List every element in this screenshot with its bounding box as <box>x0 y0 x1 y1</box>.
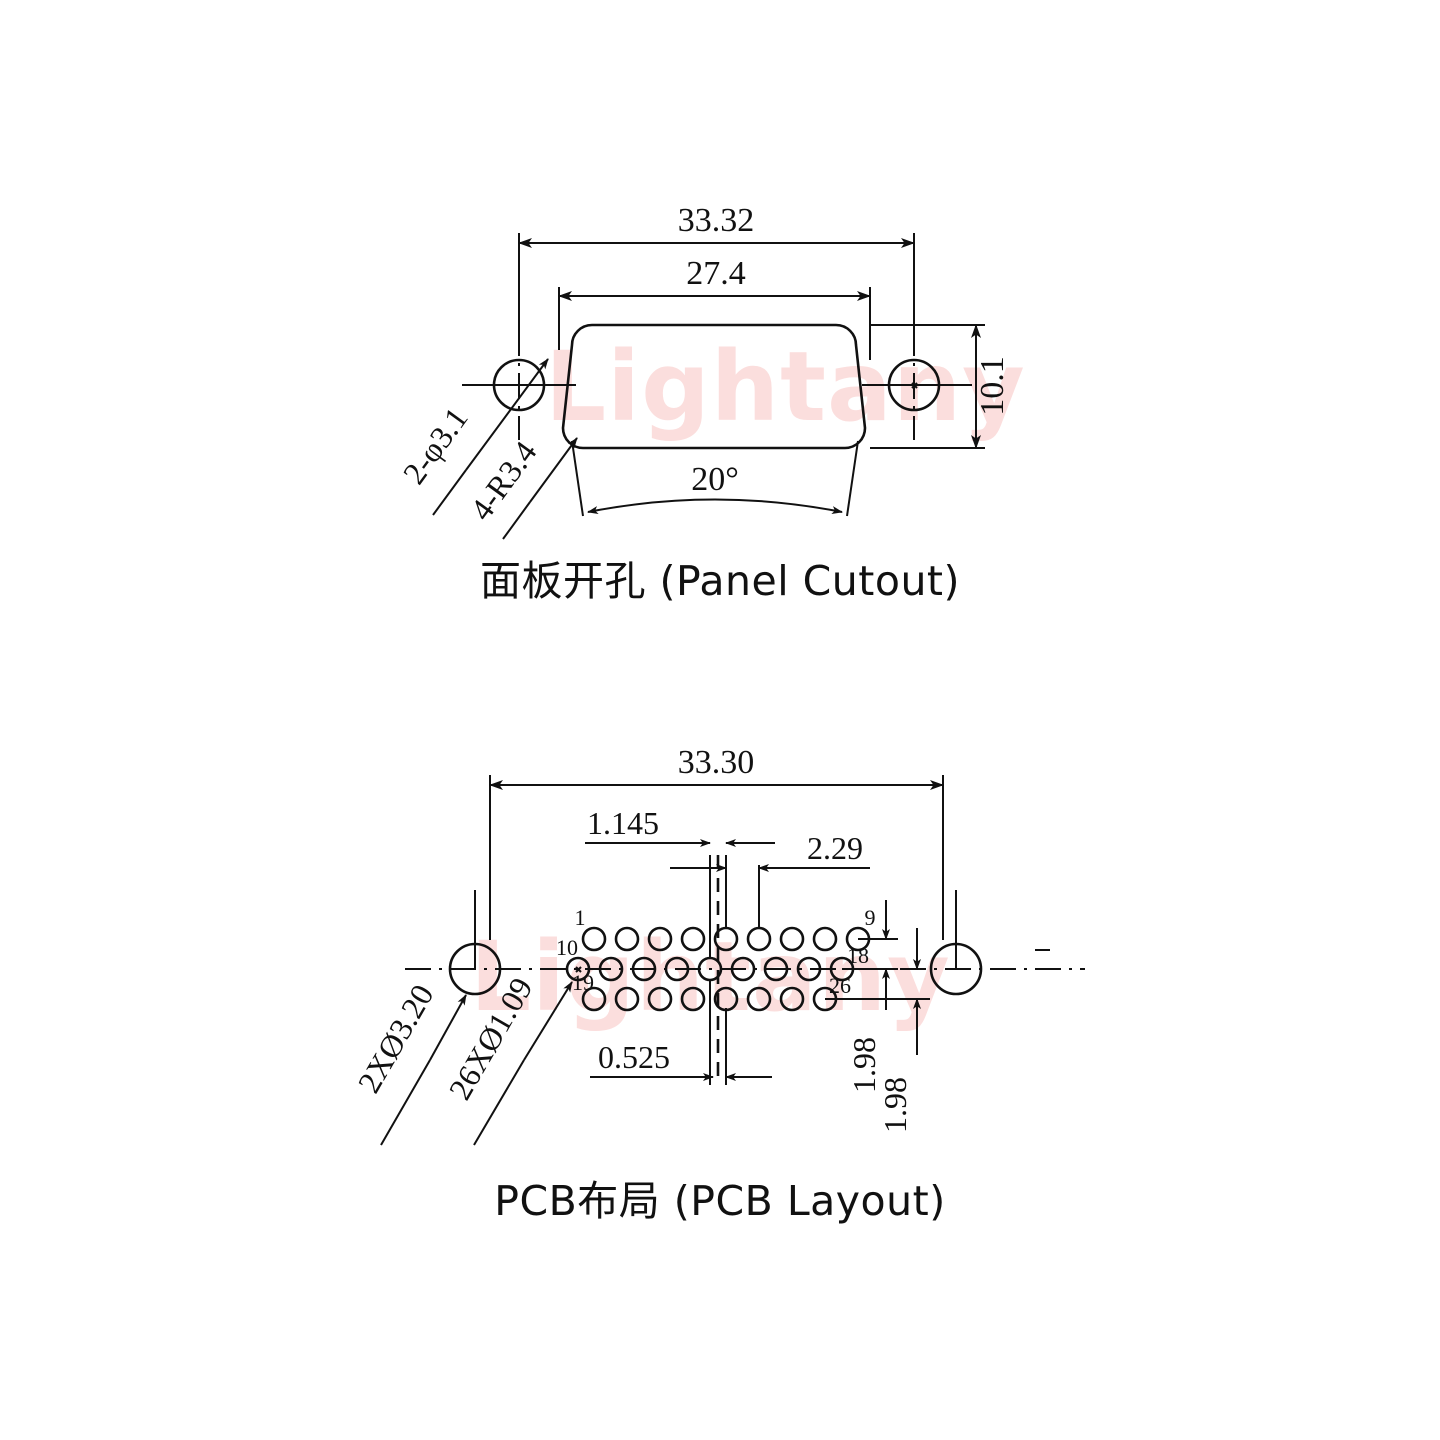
dim-10-1-label: 10.1 <box>974 356 1011 416</box>
pin-hole <box>581 926 607 952</box>
dim-27-4-label: 27.4 <box>686 255 746 292</box>
pin-hole <box>614 986 640 1012</box>
label-4-r3-4: 4-R3.4 <box>463 434 544 526</box>
leader-4-r3-4 <box>502 437 578 540</box>
watermark-panel: Lightany <box>545 331 1026 443</box>
pin-hole <box>779 926 805 952</box>
leader-26x-phi-1-09 <box>473 981 573 1146</box>
panel-cutout-caption: 面板开孔 (Panel Cutout) <box>480 557 960 605</box>
pin-hole <box>664 956 690 982</box>
panel-hole-centermarks <box>462 330 972 440</box>
dim-1-98-lower-label: 1.98 <box>877 1077 913 1133</box>
dim-1-98-lower <box>825 928 930 1055</box>
pcb-pin-row-middle <box>565 956 855 982</box>
pin-hole <box>680 926 706 952</box>
pin-hole <box>796 956 822 982</box>
pin-hole <box>598 956 624 982</box>
pcb-pin-numbers: 1 9 10 18 19 26 <box>556 905 876 998</box>
dim-27-4 <box>558 287 871 360</box>
pcb-extension-lines-bottom <box>709 980 727 1085</box>
pin-label-19: 19 <box>572 970 594 995</box>
label-2x-phi-3-20: 2XØ3.20 <box>350 978 440 1098</box>
dim-10-1 <box>870 324 985 449</box>
pin-hole <box>614 926 640 952</box>
angle-20-deg <box>571 440 859 517</box>
dim-1-98-upper-label: 1.98 <box>846 1037 882 1093</box>
dim-1-98-upper <box>842 900 898 1010</box>
pin-hole <box>680 986 706 1012</box>
pin-label-18: 18 <box>847 943 869 968</box>
dim-2-29-label: 2.29 <box>807 830 863 866</box>
pin-hole <box>779 986 805 1012</box>
pcb-layout-caption: PCB布局 (PCB Layout) <box>494 1177 946 1225</box>
pin-hole <box>631 956 657 982</box>
dim-33-30 <box>489 775 944 940</box>
pin-hole <box>763 956 789 982</box>
dim-0-525-label: 0.525 <box>598 1039 670 1075</box>
pin-hole <box>746 986 772 1012</box>
dim-33-32 <box>518 233 915 340</box>
pin-label-26: 26 <box>829 973 851 998</box>
pin-hole <box>730 956 756 982</box>
dim-1-145-label: 1.145 <box>587 805 659 841</box>
dim-33-32-label: 33.32 <box>678 202 755 239</box>
pin-label-10: 10 <box>556 935 578 960</box>
pin-label-9: 9 <box>865 905 876 930</box>
leader-2x-phi-3-20 <box>380 994 467 1146</box>
pcb-mount-holes <box>448 890 983 996</box>
pin-hole <box>812 926 838 952</box>
pin-hole <box>647 926 673 952</box>
svg-text:Lightany: Lightany <box>545 331 1026 443</box>
leader-2-phi-3-1 <box>432 358 549 516</box>
label-20-deg: 20° <box>691 461 739 498</box>
pin-label-1: 1 <box>575 905 586 930</box>
pin-hole <box>565 956 591 982</box>
dim-33-30-label: 33.30 <box>678 744 755 781</box>
label-2-phi-3-1: 2-φ3.1 <box>396 401 475 491</box>
pin-hole <box>647 986 673 1012</box>
pin-hole <box>581 986 607 1012</box>
